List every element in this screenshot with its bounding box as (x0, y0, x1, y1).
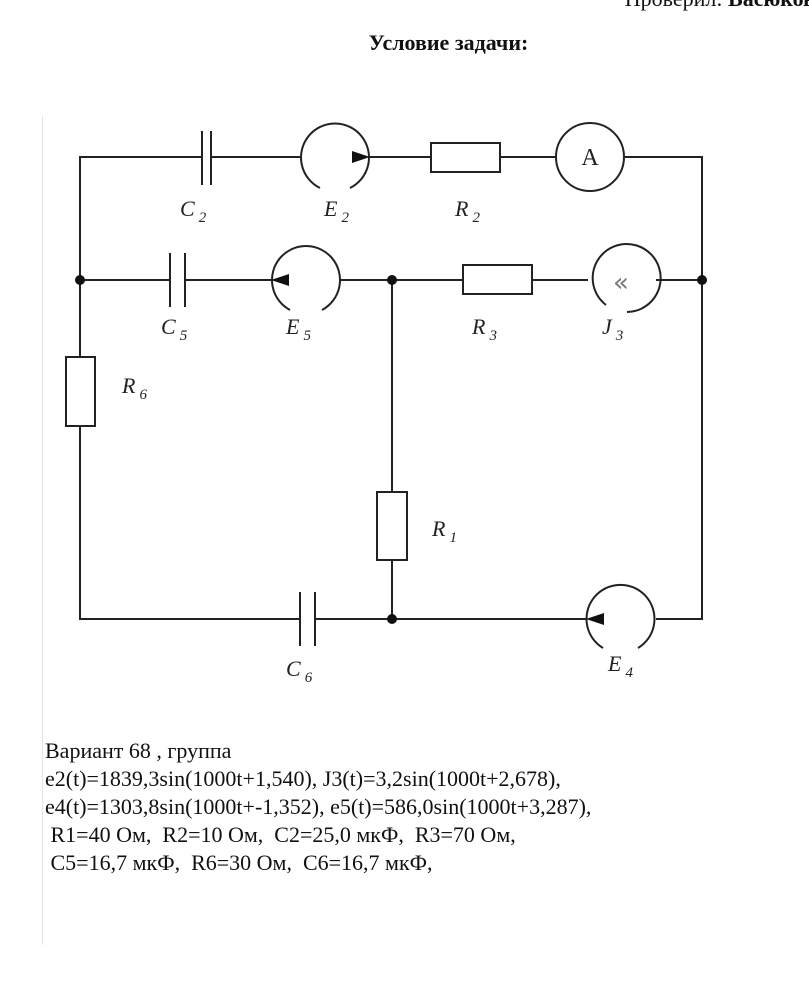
checked-by-line: Проверил: Васюков (625, 0, 809, 12)
node-left (75, 275, 85, 285)
elements-line-1: R1=40 Ом, R2=10 Ом, C2=25,0 мкФ, R3=70 О… (45, 822, 516, 847)
arrow-left-icon (586, 613, 604, 625)
arrow-right-icon (352, 151, 370, 163)
variant-line: Вариант 68 , группа (45, 738, 232, 763)
ammeter: A (555, 122, 625, 192)
nodes (75, 275, 707, 624)
sources-line-2: e4(t)=1303,8sin(1000t+-1,352), e5(t)=586… (45, 794, 592, 819)
wire-right (656, 280, 703, 620)
wires (79, 156, 703, 620)
checked-by-label: Проверил: (625, 0, 723, 11)
arrow-left-icon (271, 274, 289, 286)
page-title: Условие задачи: (368, 30, 529, 55)
double-chevron-left-icon: « (613, 268, 629, 298)
elements-line-2: C5=16,7 мкФ, R6=30 Ом, C6=16,7 мкФ, (45, 850, 433, 875)
ammeter-label: A (581, 145, 599, 171)
wire-top-right (625, 156, 703, 280)
node-right (697, 275, 707, 285)
node-center-bottom (387, 614, 397, 624)
node-center-top (387, 275, 397, 285)
sources-line-1: e2(t)=1839,3sin(1000t+1,540), J3(t)=3,2s… (45, 766, 561, 791)
wire-top-left (79, 156, 202, 280)
task-parameters: Вариант 68 , группа e2(t)=1839,3sin(1000… (45, 737, 591, 877)
checked-by-name: Васюков (728, 0, 809, 11)
margin-rule (42, 115, 43, 945)
wire-left-lower (79, 426, 300, 620)
